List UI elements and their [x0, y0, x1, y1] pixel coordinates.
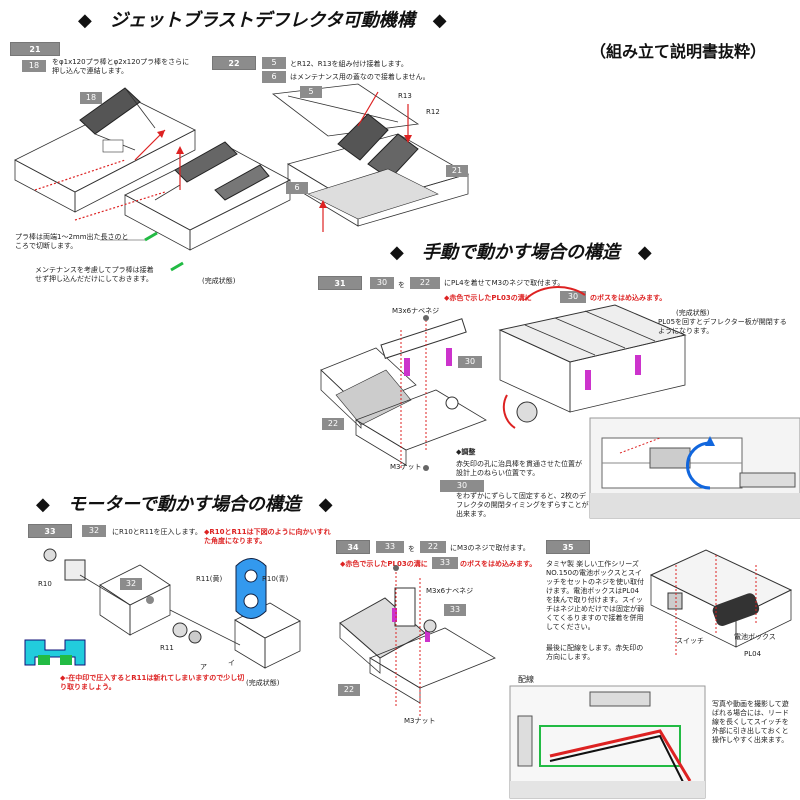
step31-part-label-30: 30	[458, 356, 482, 368]
part-label-r11: R11	[160, 644, 174, 652]
step31-photo-inset	[589, 417, 800, 519]
adjust-text2: をわずかにずらして固定すると、2枚のデフレクタの開閉タイミングをずらすことが出来…	[456, 492, 589, 518]
step33-text: にR10とR11を圧入します。	[112, 528, 202, 536]
adjust-text1: 赤矢印の孔に治具棒を貫通させた位置が設計上のねらい位置です。	[456, 460, 582, 477]
step21-complete-label: (完成状態)	[202, 277, 236, 285]
step31-complete-label: (完成状態)	[676, 309, 710, 317]
excerpt-note: （組み立て説明書抜粋）	[590, 42, 767, 61]
step31-part-label-22: 22	[322, 418, 344, 430]
word-wo-2: を	[408, 545, 415, 553]
step31-left-diagram	[320, 315, 487, 471]
step21-note-maintenance: メンテナンスを考慮してプラ棒は接着せず押し込んだだけにしておきます。	[35, 266, 154, 283]
step34-part-label-33: 33	[444, 604, 466, 616]
step31-nut-label: M3ナット	[390, 463, 422, 471]
label-switch: スイッチ	[676, 637, 704, 645]
step21-diagram	[14, 87, 291, 272]
step35-text2: 最後に配線をします。赤矢印の方向にします。	[546, 644, 644, 661]
step31-red-note-pre: ◆赤色で示したPL03の溝に	[444, 294, 532, 302]
ref-badge-5: 5	[262, 57, 286, 69]
r10-gear-illustration	[235, 558, 267, 619]
step34-screw-label: M3x6ナベネジ	[426, 587, 474, 595]
step34-red-note-pre: ◆赤色で示したPL03の溝に	[340, 560, 428, 568]
step33-diagram	[24, 548, 301, 669]
adjust-title: ◆調整	[456, 448, 476, 456]
part-label-18: 18	[80, 92, 102, 104]
step31-text: にPL4を着せてM3のネジで取付ます。	[444, 279, 565, 287]
step-badge-31: 31	[318, 276, 362, 290]
step33-red-note2: ◆-在中印で圧入するとR11は新れてしまいますので少し切り取りましょう。	[60, 674, 245, 691]
label-i: イ	[228, 659, 235, 667]
step-badge-34: 34	[336, 540, 370, 554]
step21-text: をφ1x120プラ棒とφ2x120プラ棒をさらに押し込んで連結します。	[52, 58, 190, 75]
part-label-6: 6	[286, 182, 308, 194]
step34-ref-badge-33: 33	[376, 541, 404, 553]
step35-text: タミヤ製 楽しい工作シリーズNO.150の電池ボックスとスイッチをセットのネジを…	[546, 560, 644, 631]
label-pl04: PL04	[744, 650, 762, 658]
ref-badge-18: 18	[22, 60, 46, 72]
adjust-ref-badge-30: 30	[440, 480, 484, 492]
wiring-photo	[509, 685, 706, 799]
step31-pl05-note: PL05を回すとデフレクター板が開閉するようになります。	[658, 318, 787, 335]
step-badge-35: 35	[546, 540, 590, 554]
part-label-r13: R13	[398, 92, 412, 100]
ref-badge-6: 6	[262, 71, 286, 83]
step22-text2: はメンテナンス用の蓋なので接着しません。	[290, 73, 430, 81]
part-label-r12: R12	[426, 108, 440, 116]
label-r11-yellow: R11(黄)	[196, 575, 223, 583]
step33-complete-label: (完成状態)	[246, 679, 280, 687]
part-label-r10: R10	[38, 580, 52, 588]
ref-badge-32: 32	[82, 525, 106, 537]
section-title-manual: ◆ 手動で動かす場合の構造 ◆	[390, 242, 652, 263]
step31-red-note-post: のボスをはめ込みます。	[590, 294, 667, 302]
ref-badge-22: 22	[410, 277, 440, 289]
step33-part-label-32: 32	[120, 578, 142, 590]
part-label-21: 21	[446, 165, 468, 177]
label-r10-blue: R10(青)	[262, 575, 289, 583]
step34-diagram	[339, 565, 496, 716]
step22-text1: とR12、R13を組み付け接着します。	[290, 60, 408, 68]
step31-red-note-ref: 30	[560, 291, 586, 303]
step22-diagram	[271, 83, 470, 232]
section-title-motor: ◆ モーターで動かす場合の構造 ◆	[36, 494, 333, 515]
step34-ref-badge-22: 22	[420, 541, 446, 553]
step34-red-note-post: のボスをはめ込みます。	[460, 560, 537, 568]
label-battery-box: 電池ボックス	[734, 633, 776, 641]
step34-red-note-ref: 33	[432, 557, 458, 569]
step-badge-21: 21	[10, 42, 60, 56]
step-badge-33: 33	[28, 524, 72, 538]
word-wo: を	[398, 281, 405, 289]
ref-badge-30: 30	[370, 277, 394, 289]
step31-right-diagram	[498, 286, 687, 429]
step33-red-note: ◆R10とR11は下図のように向かいすれた角度になります。	[204, 528, 331, 545]
part-label-5: 5	[300, 86, 322, 98]
step34-part-label-22: 22	[338, 684, 360, 696]
step35-diagram	[649, 549, 793, 655]
wiring-label: 配線	[518, 675, 534, 684]
step-badge-22: 22	[212, 56, 256, 70]
wiring-note: 写真や動画を撮影して遊ばれる場合には、リード線を長くしてスイッチを外部に引き出し…	[712, 700, 789, 744]
label-a: ア	[200, 663, 207, 671]
step21-note-cut: プラ棒は両端1～2mm出た長さのところで切断します。	[15, 233, 129, 250]
section-title-jet-blast: ◆ ジェットブラストデフレクタ可動機構 ◆	[78, 10, 447, 31]
step34-nut-label: M3ナット	[404, 717, 436, 725]
step31-screw-label: M3x6ナベネジ	[392, 307, 440, 315]
step34-text: にM3のネジで取付ます。	[450, 544, 530, 552]
